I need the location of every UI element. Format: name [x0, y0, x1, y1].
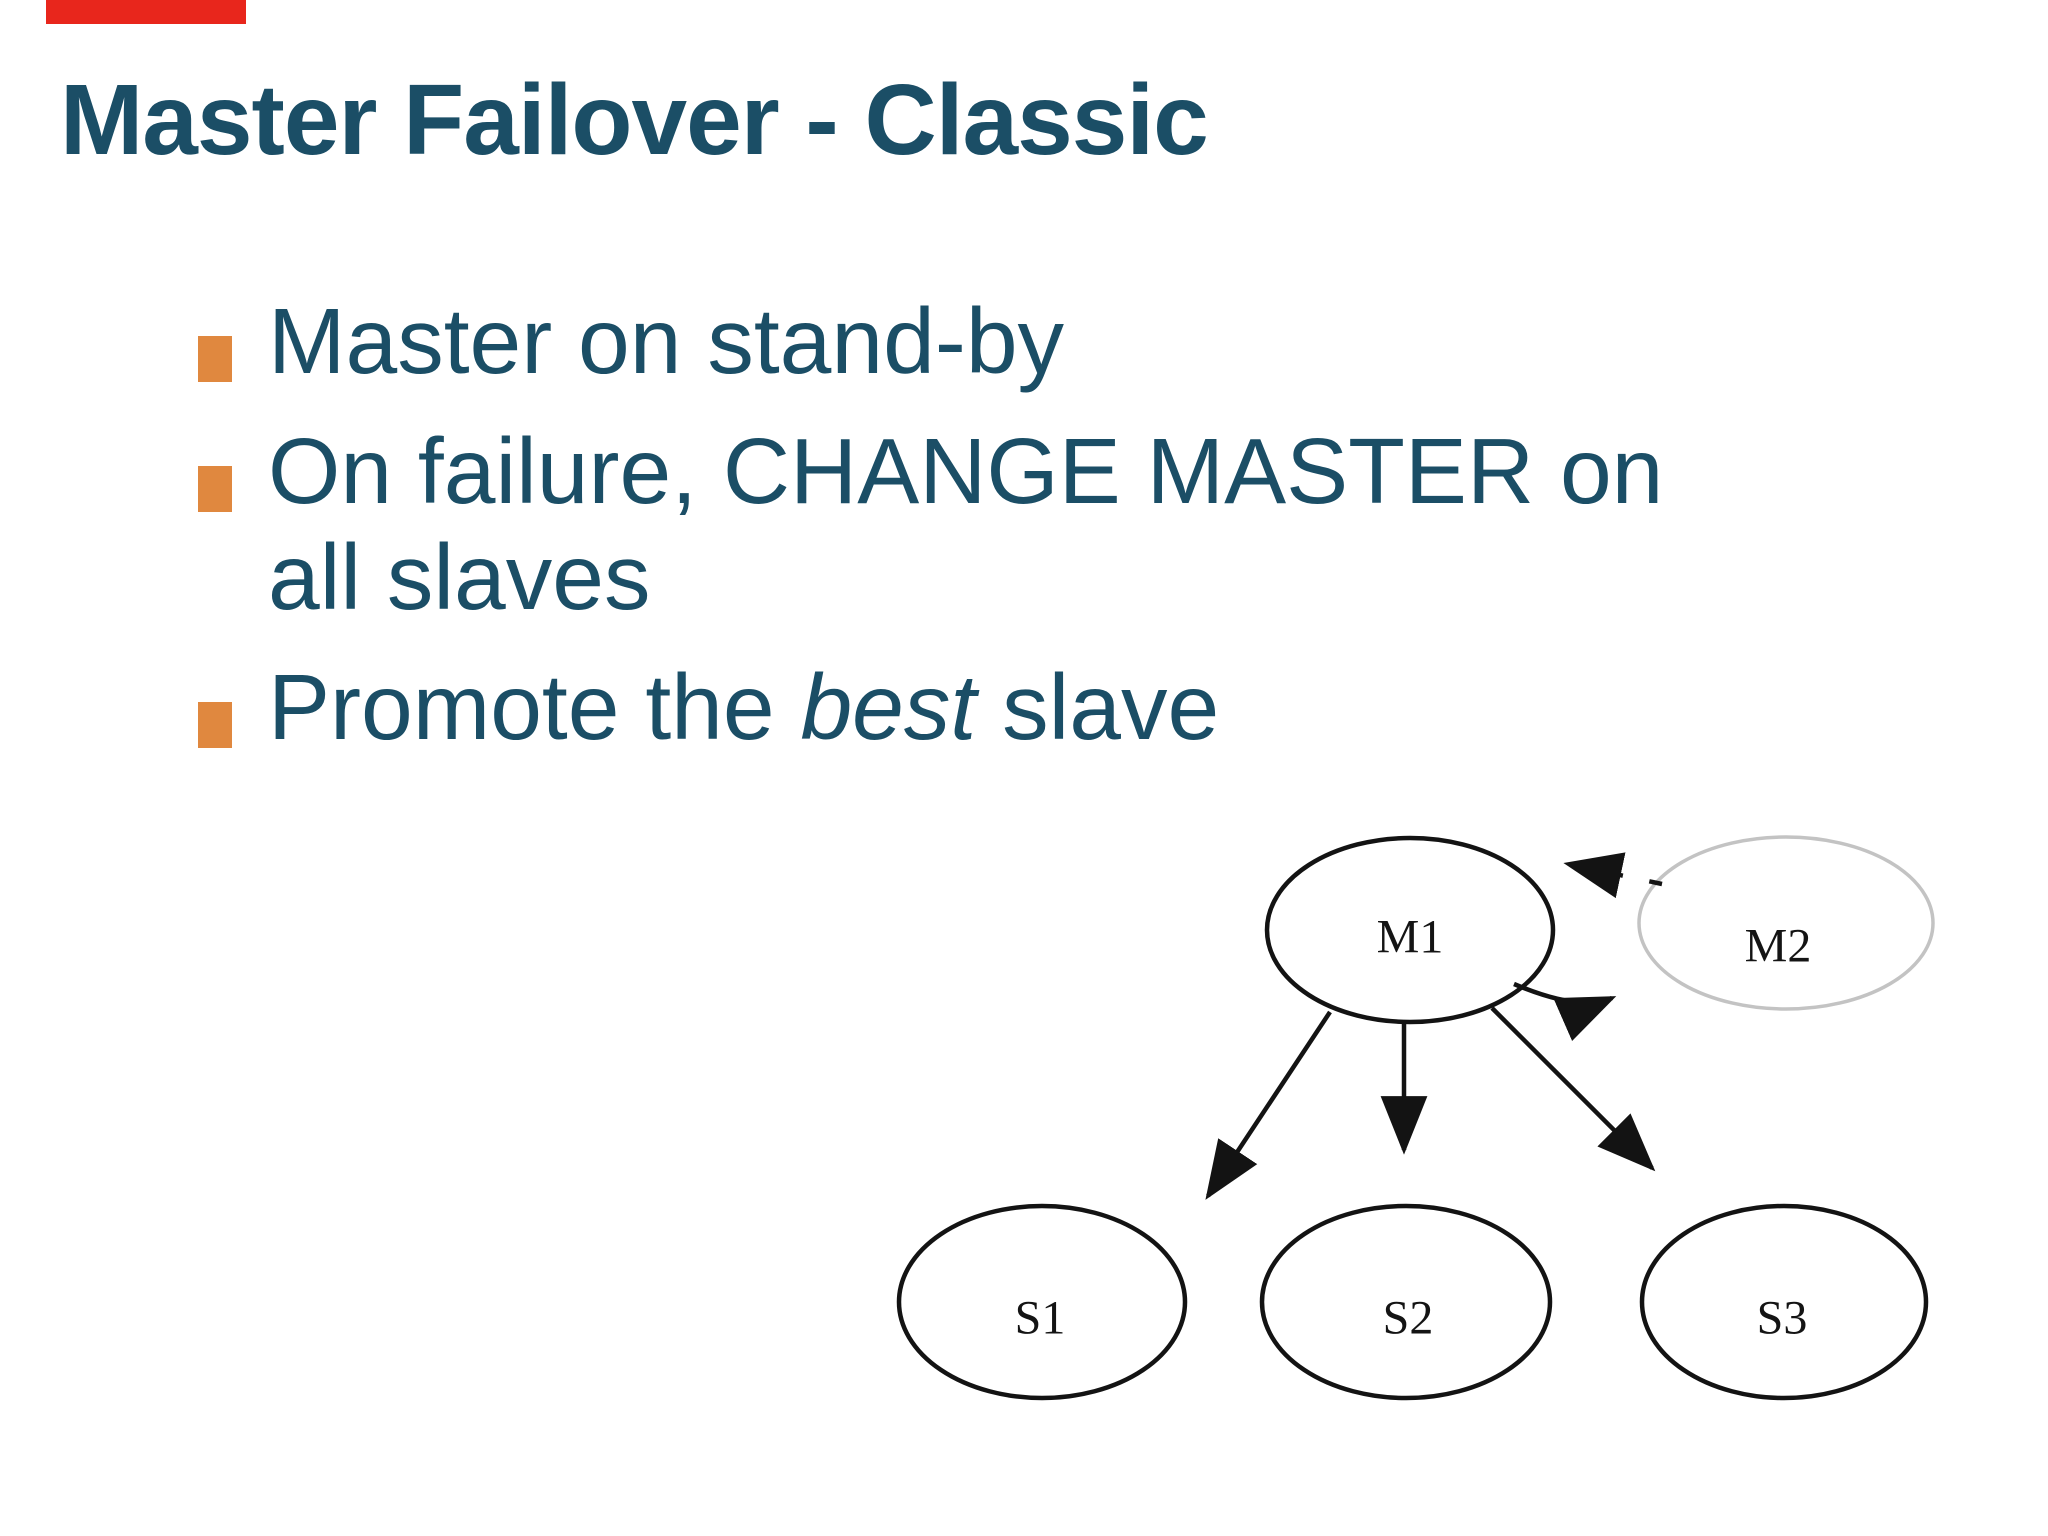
- node-s1-ellipse: [896, 1203, 1188, 1401]
- bullet-text-line-2: all slaves: [268, 525, 651, 629]
- bullet-item: Master on stand-by: [196, 288, 1663, 394]
- bullet-square-icon: [198, 466, 232, 512]
- node-m2-label: M2: [1745, 920, 1812, 973]
- bullet-square-icon: [198, 702, 232, 748]
- node-m2-ellipse-dimmed: [1637, 835, 1935, 1011]
- bullet-square-icon: [198, 336, 232, 382]
- bullet-text-emphasis: best: [800, 655, 977, 759]
- red-accent-bar: [46, 0, 246, 24]
- edge-m1-m2-curved-arrow: [1513, 981, 1617, 1041]
- bullet-text: Promote the best slave: [268, 654, 1663, 760]
- node-s1-label: S1: [1015, 1292, 1066, 1345]
- bullet-list: Master on stand-by On failure, CHANGE MA…: [196, 288, 1663, 784]
- node-m1-label: M1: [1377, 911, 1444, 964]
- bullet-text: Master on stand-by: [268, 289, 1065, 393]
- slide-title: Master Failover - Classic: [60, 64, 1209, 176]
- node-s2-ellipse: [1259, 1203, 1553, 1401]
- node-s3-label: S3: [1757, 1292, 1808, 1345]
- bullet-text-line-1: On failure, CHANGE MASTER on: [268, 419, 1664, 523]
- bullet-text-pre: Promote the: [268, 655, 801, 759]
- node-m1-ellipse: [1264, 835, 1556, 1025]
- bullet-item: Promote the best slave: [196, 654, 1663, 760]
- edge-m1-s1-arrow: [1205, 1010, 1332, 1200]
- node-s3-ellipse: [1639, 1203, 1929, 1401]
- bullet-text-post: slave: [976, 655, 1220, 759]
- edge-m2-m1-dashed-arrow: [1563, 852, 1663, 899]
- bullet-item: On failure, CHANGE MASTER on all slaves: [196, 418, 1663, 630]
- edge-m1-s3-arrow: [1490, 1006, 1656, 1172]
- node-s2-label: S2: [1383, 1292, 1434, 1345]
